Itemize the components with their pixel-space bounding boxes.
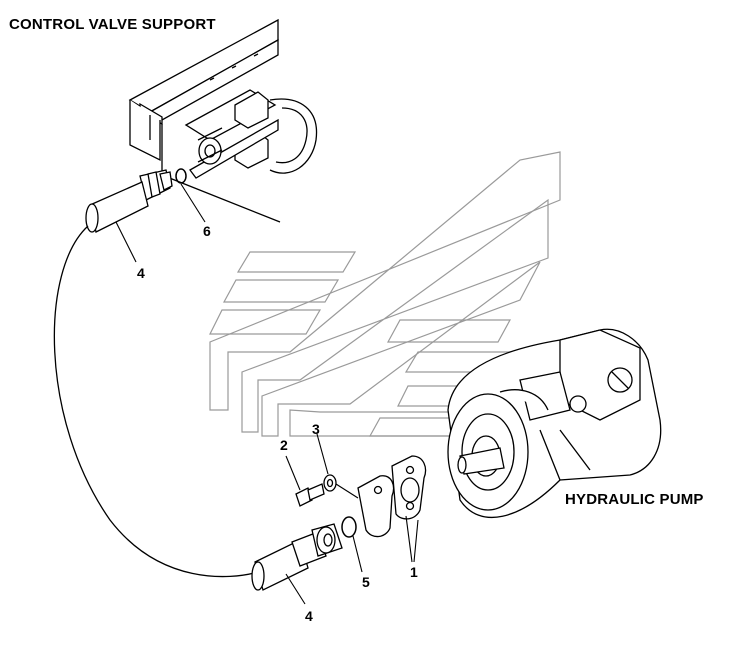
callout-6: 6 <box>203 223 211 239</box>
upper-port-fitting <box>197 127 223 165</box>
callout-3: 3 <box>312 421 320 437</box>
o-ring-lower <box>341 516 357 538</box>
callout-4-lower: 4 <box>305 608 313 624</box>
hose-line <box>53 225 259 578</box>
hose-end-lower <box>251 523 343 591</box>
callout-4-upper: 4 <box>137 265 145 281</box>
control-valve-support-label: CONTROL VALVE SUPPORT <box>9 16 216 33</box>
o-ring-upper <box>175 168 187 184</box>
leader-lines <box>115 183 419 605</box>
control-valve-support <box>128 18 318 223</box>
watermark-logo <box>209 151 561 437</box>
hose-end-upper <box>85 169 173 233</box>
lock-washer <box>323 474 337 492</box>
callout-1: 1 <box>410 564 418 580</box>
bolt <box>295 483 325 507</box>
flange-halves <box>357 455 427 538</box>
hydraulic-pump <box>447 328 662 519</box>
callout-5: 5 <box>362 574 370 590</box>
hydraulic-pump-label: HYDRAULIC PUMP <box>565 491 704 508</box>
callout-2: 2 <box>280 437 288 453</box>
